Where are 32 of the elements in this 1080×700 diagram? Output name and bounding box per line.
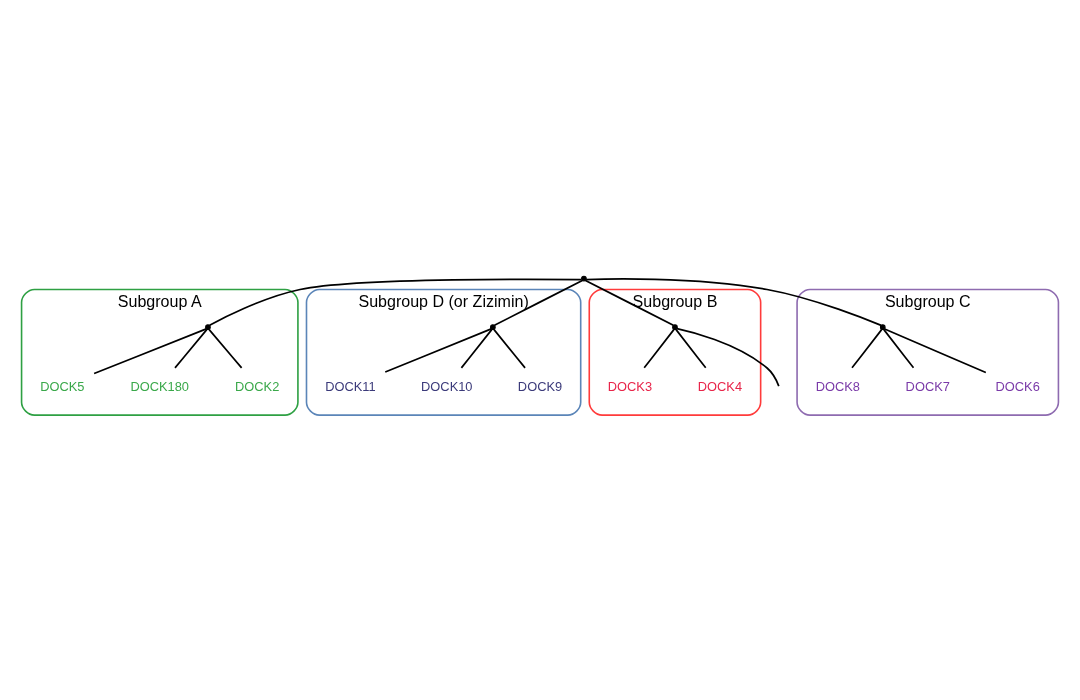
connector bbox=[883, 328, 915, 369]
node-text: DOCK180 bbox=[130, 378, 190, 394]
connector bbox=[174, 328, 208, 369]
connector bbox=[584, 279, 675, 327]
node-text: DOCK2 bbox=[235, 378, 280, 394]
connector bbox=[585, 278, 883, 327]
node-point bbox=[490, 324, 496, 330]
connector bbox=[675, 328, 707, 369]
connector bbox=[643, 328, 675, 369]
node-text: DOCK10 bbox=[421, 378, 473, 394]
node-text: DOCK6 bbox=[995, 378, 1040, 394]
node-text: DOCK5 bbox=[40, 378, 85, 394]
connector bbox=[384, 328, 493, 373]
node-point bbox=[879, 324, 886, 330]
connector bbox=[493, 328, 526, 369]
node-point bbox=[205, 324, 211, 330]
node-text: DOCK7 bbox=[905, 378, 950, 394]
connector bbox=[208, 328, 243, 369]
connector bbox=[208, 278, 583, 326]
node-text: DOCK8 bbox=[815, 378, 860, 394]
connector bbox=[676, 327, 780, 387]
node-point bbox=[581, 275, 587, 282]
connector bbox=[93, 328, 208, 375]
connector bbox=[493, 279, 584, 327]
node-text: DOCK11 bbox=[325, 378, 376, 394]
connector bbox=[460, 328, 493, 369]
connector bbox=[883, 328, 987, 374]
node-text: DOCK4 bbox=[697, 378, 743, 394]
connector bbox=[851, 328, 883, 369]
node-text: DOCK9 bbox=[517, 378, 563, 394]
node-point bbox=[672, 324, 678, 330]
node-text: DOCK3 bbox=[607, 378, 653, 394]
